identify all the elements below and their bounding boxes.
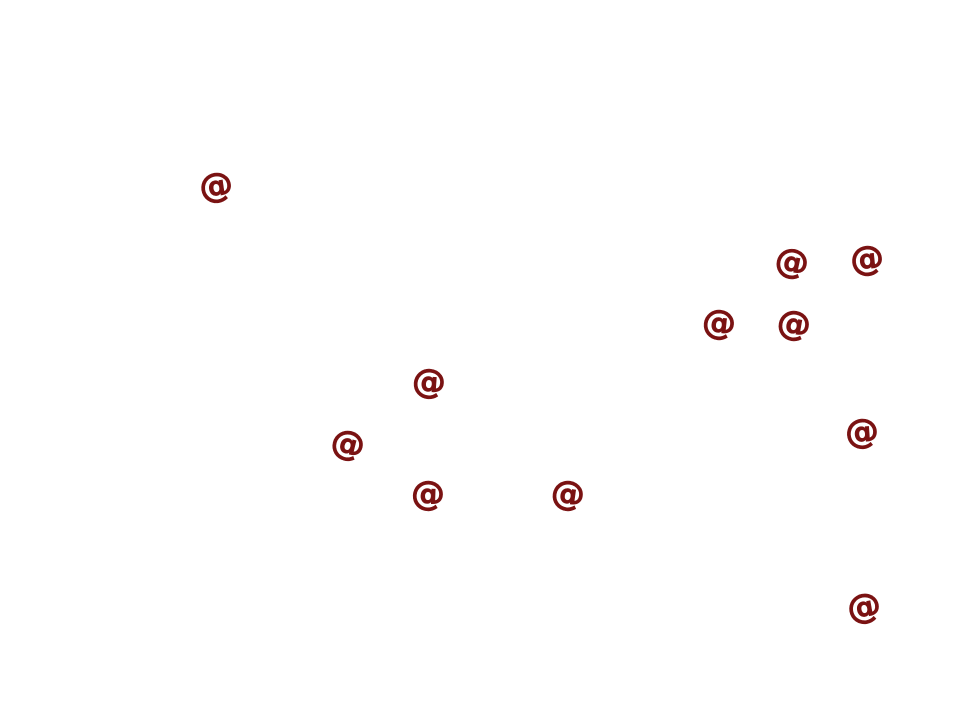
at-sign-icon: @: [410, 473, 446, 515]
at-sign-icon: @: [700, 301, 739, 345]
at-sign-icon: @: [196, 163, 236, 209]
at-sign-icon: @: [326, 420, 370, 468]
at-sign-icon: @: [410, 360, 448, 404]
at-sign-icon: @: [771, 238, 813, 286]
at-sign-icon: @: [848, 237, 887, 281]
at-sign-icon: @: [773, 301, 815, 347]
at-sign-icon: @: [548, 471, 588, 517]
at-sign-icon: @: [843, 410, 881, 454]
at-sign-icon: @: [843, 584, 885, 630]
